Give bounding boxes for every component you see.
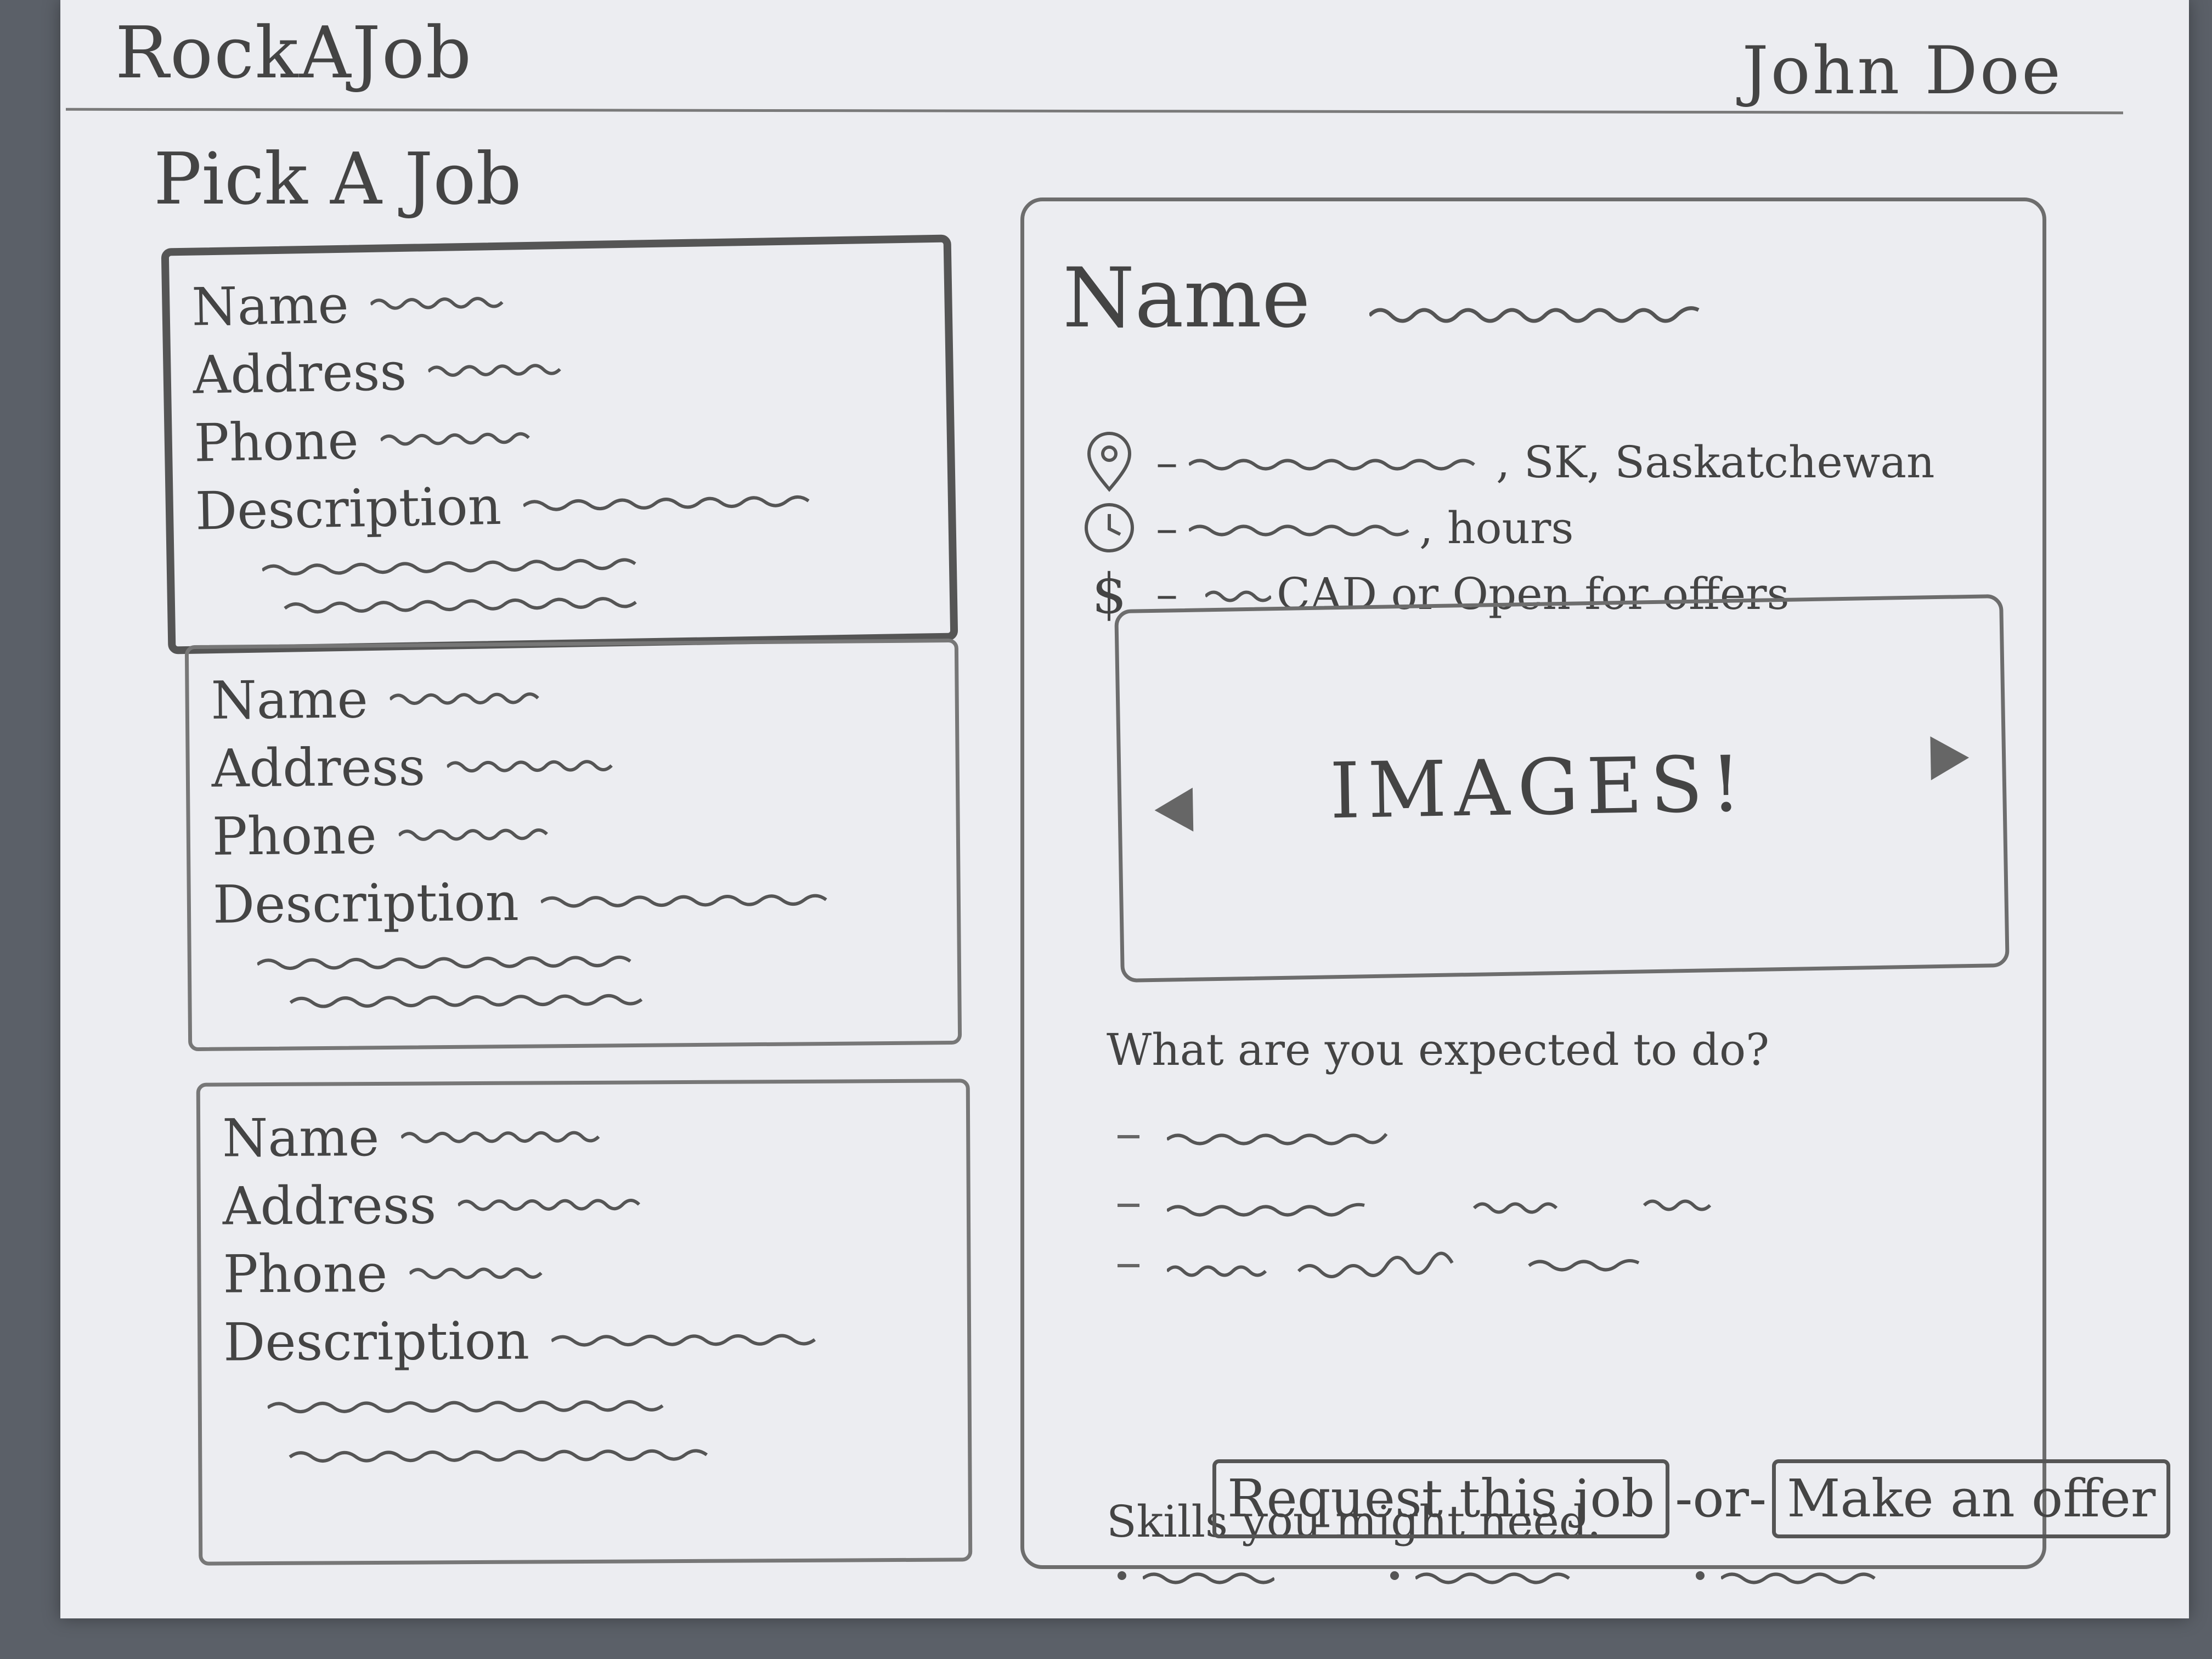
skills-title: Skills you might need. — [1107, 1496, 1601, 1547]
job-phone-label: Phone — [223, 1243, 388, 1305]
image-carousel[interactable]: IMAGES! — [1114, 594, 2010, 983]
job-card[interactable]: Name Address Phone Description — [161, 234, 958, 654]
placeholder-squiggle — [428, 364, 562, 377]
job-phone-label: Phone — [193, 410, 359, 474]
description-squiggles — [256, 955, 643, 1008]
placeholder-squiggle — [447, 760, 613, 773]
task-list-item — [1118, 1123, 1419, 1150]
placeholder-squiggle — [1189, 524, 1409, 537]
placeholder-squiggle — [551, 1334, 816, 1347]
job-detail-panel: Name – , SK, Saskatchewan – , hours $ – … — [1020, 198, 2046, 1584]
job-name-label: Name — [222, 1107, 380, 1169]
job-name-label: Name — [191, 274, 349, 338]
skills-list — [1118, 1562, 1886, 1589]
paper-sketch: RockAJob John Doe Pick A Job Name Addres… — [60, 0, 2189, 1618]
placeholder-squiggle — [1189, 459, 1475, 471]
placeholder-squiggle — [1167, 1133, 1388, 1146]
clock-icon — [1079, 498, 1139, 558]
placeholder-squiggle — [390, 692, 539, 705]
skill-item — [1390, 1562, 1580, 1589]
placeholder-squiggle — [540, 894, 827, 908]
placeholder-squiggle — [409, 1267, 543, 1279]
placeholder-squiggle — [1368, 306, 1700, 323]
task-list-item — [1118, 1189, 1814, 1222]
user-name[interactable]: John Doe — [1742, 33, 2063, 109]
job-card[interactable]: Name Address Phone Description — [196, 1079, 973, 1566]
map-pin-icon — [1079, 432, 1139, 492]
job-address-label: Address — [192, 341, 407, 406]
job-phone-label: Phone — [212, 805, 377, 867]
job-address-label: Address — [211, 737, 426, 799]
make-offer-button[interactable]: Make an offer — [1772, 1459, 2171, 1538]
hours-row: – , hours — [1079, 498, 1573, 558]
or-separator: -or- — [1675, 1469, 1767, 1529]
price-row: $ – CAD or Open for offers — [1079, 561, 1790, 626]
job-name-label: Name — [211, 669, 369, 731]
arrow-right-icon[interactable] — [1930, 736, 1970, 781]
expected-tasks-title: What are you expected to do? — [1107, 1024, 1770, 1075]
location-suffix: , SK, Saskatchewan — [1496, 436, 1935, 488]
arrow-left-icon[interactable] — [1154, 787, 1194, 832]
placeholder-squiggle — [523, 495, 810, 511]
placeholder-squiggle — [370, 297, 504, 310]
detail-name-label: Name — [1063, 251, 1709, 346]
placeholder-squiggle — [1167, 1251, 1640, 1278]
hours-suffix: , hours — [1419, 502, 1574, 554]
skill-item — [1118, 1562, 1274, 1589]
placeholder-squiggle — [398, 828, 548, 841]
brand-logo[interactable]: RockAJob — [115, 11, 473, 94]
placeholder-squiggle — [380, 432, 530, 446]
placeholder-squiggle — [1167, 1199, 1712, 1217]
description-squiggles — [266, 1400, 708, 1463]
job-description-label: Description — [195, 476, 502, 542]
description-squiggles — [261, 558, 637, 614]
job-address-label: Address — [222, 1175, 437, 1237]
page-title: Pick A Job — [154, 137, 522, 221]
job-description-label: Description — [212, 872, 520, 935]
job-description-label: Description — [223, 1311, 530, 1373]
location-row: – , SK, Saskatchewan — [1079, 432, 1935, 492]
skill-item — [1696, 1562, 1886, 1589]
dollar-icon: $ — [1092, 561, 1127, 626]
images-placeholder-label: IMAGES! — [1329, 740, 1750, 837]
task-list-item — [1118, 1249, 1814, 1282]
placeholder-squiggle — [401, 1131, 600, 1143]
placeholder-squiggle — [458, 1199, 641, 1211]
job-card[interactable]: Name Address Phone Description — [184, 638, 962, 1052]
request-job-button[interactable]: Request this job — [1212, 1459, 1670, 1538]
job-actions: Request this job -or- Make an offer — [1212, 1459, 2171, 1538]
placeholder-squiggle — [1205, 590, 1271, 602]
price-suffix: CAD or Open for offers — [1277, 568, 1790, 619]
